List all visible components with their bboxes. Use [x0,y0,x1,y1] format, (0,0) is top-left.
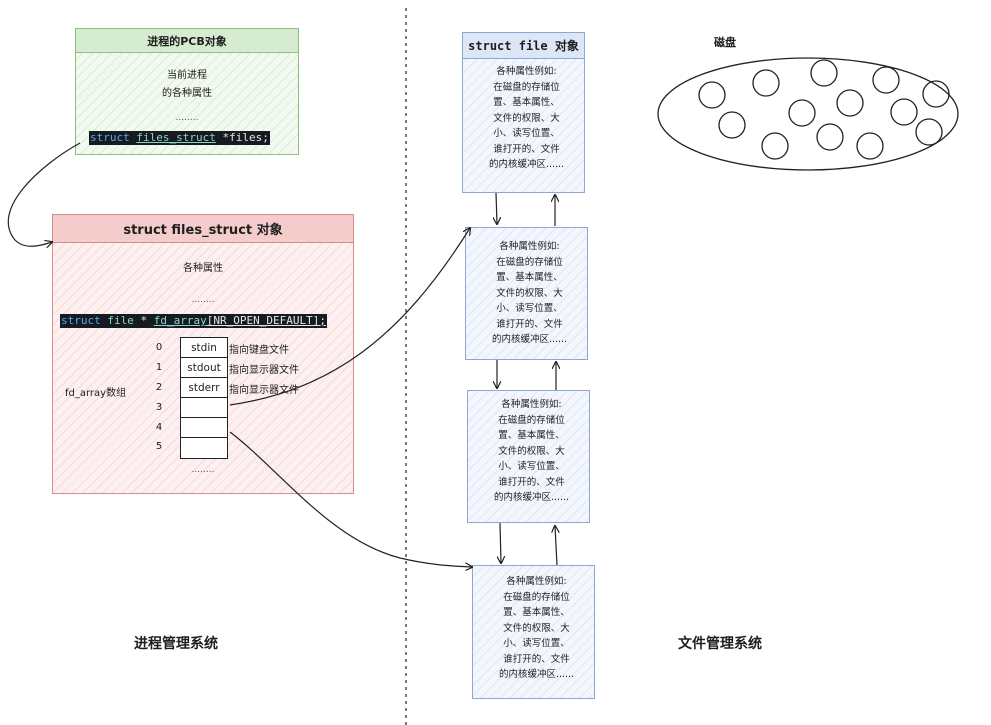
pcb-box: 进程的PCB对象 当前进程 的各种属性 ........ struct file… [75,28,299,155]
file-mgmt-label: 文件管理系统 [678,636,762,652]
desc-line: 文件的权限、大 [498,445,565,457]
files-struct-desc: 各种属性 [183,263,223,274]
fd-desc-0: 指向键盘文件 [229,345,289,356]
desc-line: 置、基本属性、 [498,430,565,441]
desc-line: 各种属性例如: [496,66,557,77]
desc-line: 置、基本属性、 [493,97,560,108]
fd-array-tail-ellipsis: ........ [191,465,215,475]
file-object-1: struct file 对象 各种属性例如: 在磁盘的存储位 置、基本属性、 文… [462,32,585,193]
disk-ellipse [657,57,959,171]
desc-line: 各种属性例如: [501,399,562,410]
desc-line: 在磁盘的存储位 [498,414,565,426]
fd-cell-5 [180,437,228,459]
code-ptr: * [140,314,148,327]
files-struct-box: struct files_struct 对象 各种属性 ........ str… [52,214,354,494]
desc-line: 谁打开的、文件 [496,318,563,330]
file-object-desc: 各种属性例如: 在磁盘的存储位 置、基本属性、 文件的权限、大 小、读写位置、 … [478,239,581,348]
fd-index-5: 5 [155,441,163,452]
code-keyword: struct [61,314,101,327]
desc-line: 各种属性例如: [506,576,567,587]
fd-index-1: 1 [155,362,163,373]
fd-index-2: 2 [155,382,163,393]
fd-index-4: 4 [155,422,163,433]
code-keyword: struct [90,131,130,144]
desc-line: 置、基本属性、 [503,607,570,618]
process-mgmt-label: 进程管理系统 [134,636,218,652]
fd-array-declaration: struct file * fd_array[NR_OPEN_DEFAULT]; [60,314,327,328]
desc-line: 小、读写位置、 [503,638,570,649]
code-var: *files; [222,131,269,144]
file-object-2: 各种属性例如: 在磁盘的存储位 置、基本属性、 文件的权限、大 小、读写位置、 … [465,227,588,360]
arrow-file3-next [500,522,501,563]
desc-line: 谁打开的、文件 [493,143,560,155]
file-object-desc: 各种属性例如: 在磁盘的存储位 置、基本属性、 文件的权限、大 小、读写位置、 … [485,574,588,683]
desc-line: 的内核缓冲区...... [498,669,575,680]
fd-index-3: 3 [155,402,163,413]
files-struct-title: struct files_struct 对象 [53,215,353,243]
pcb-desc-line2: 的各种属性 [162,88,212,99]
file-object-title: struct file 对象 [463,33,584,59]
fd-index-0: 0 [155,342,163,353]
file-object-3: 各种属性例如: 在磁盘的存储位 置、基本属性、 文件的权限、大 小、读写位置、 … [467,390,590,523]
desc-line: 在磁盘的存储位 [503,591,570,603]
desc-line: 的内核缓冲区...... [491,334,568,345]
fd-desc-1: 指向显示器文件 [229,365,299,376]
pcb-title: 进程的PCB对象 [76,29,298,53]
desc-line: 小、读写位置、 [498,461,565,472]
code-index: [NR_OPEN_DEFAULT]; [206,314,326,327]
arrow-file1-next [496,192,497,224]
desc-line: 谁打开的、文件 [498,476,565,488]
code-type: files_struct [136,131,216,144]
desc-line: 小、读写位置、 [496,303,563,314]
code-name: fd_array [153,314,207,327]
code-type: file [107,314,134,327]
desc-line: 文件的权限、大 [503,622,570,634]
desc-line: 在磁盘的存储位 [493,81,560,93]
desc-line: 小、读写位置、 [493,128,560,139]
arrow-file4-prev [555,526,557,566]
fd-array-label: fd_array数组 [65,388,127,399]
desc-line: 文件的权限、大 [493,112,560,124]
file-object-desc: 各种属性例如: 在磁盘的存储位 置、基本属性、 文件的权限、大 小、读写位置、 … [480,397,583,506]
disk-blocks [698,59,950,160]
desc-line: 的内核缓冲区...... [488,159,565,170]
pcb-desc-line1: 当前进程 [167,70,207,81]
arrow-pcb-to-files-struct [7,142,81,246]
pcb-files-field: struct files_struct *files; [89,131,270,145]
desc-line: 在磁盘的存储位 [496,256,563,268]
pcb-ellipsis: ........ [175,113,199,123]
arrow-fd3-to-file [229,228,470,406]
desc-line: 的内核缓冲区...... [493,492,570,503]
desc-line: 置、基本属性、 [496,272,563,283]
desc-line: 谁打开的、文件 [503,653,570,665]
fd-desc-2: 指向显示器文件 [229,385,299,396]
arrow-fd4-to-file [229,431,472,567]
files-struct-ellipsis: ........ [191,295,215,305]
file-object-desc: 各种属性例如: 在磁盘的存储位 置、基本属性、 文件的权限、大 小、读写位置、 … [475,64,578,173]
desc-line: 各种属性例如: [499,241,560,252]
disk-label: 磁盘 [714,36,736,49]
file-object-4: 各种属性例如: 在磁盘的存储位 置、基本属性、 文件的权限、大 小、读写位置、 … [472,565,595,699]
desc-line: 文件的权限、大 [496,287,563,299]
